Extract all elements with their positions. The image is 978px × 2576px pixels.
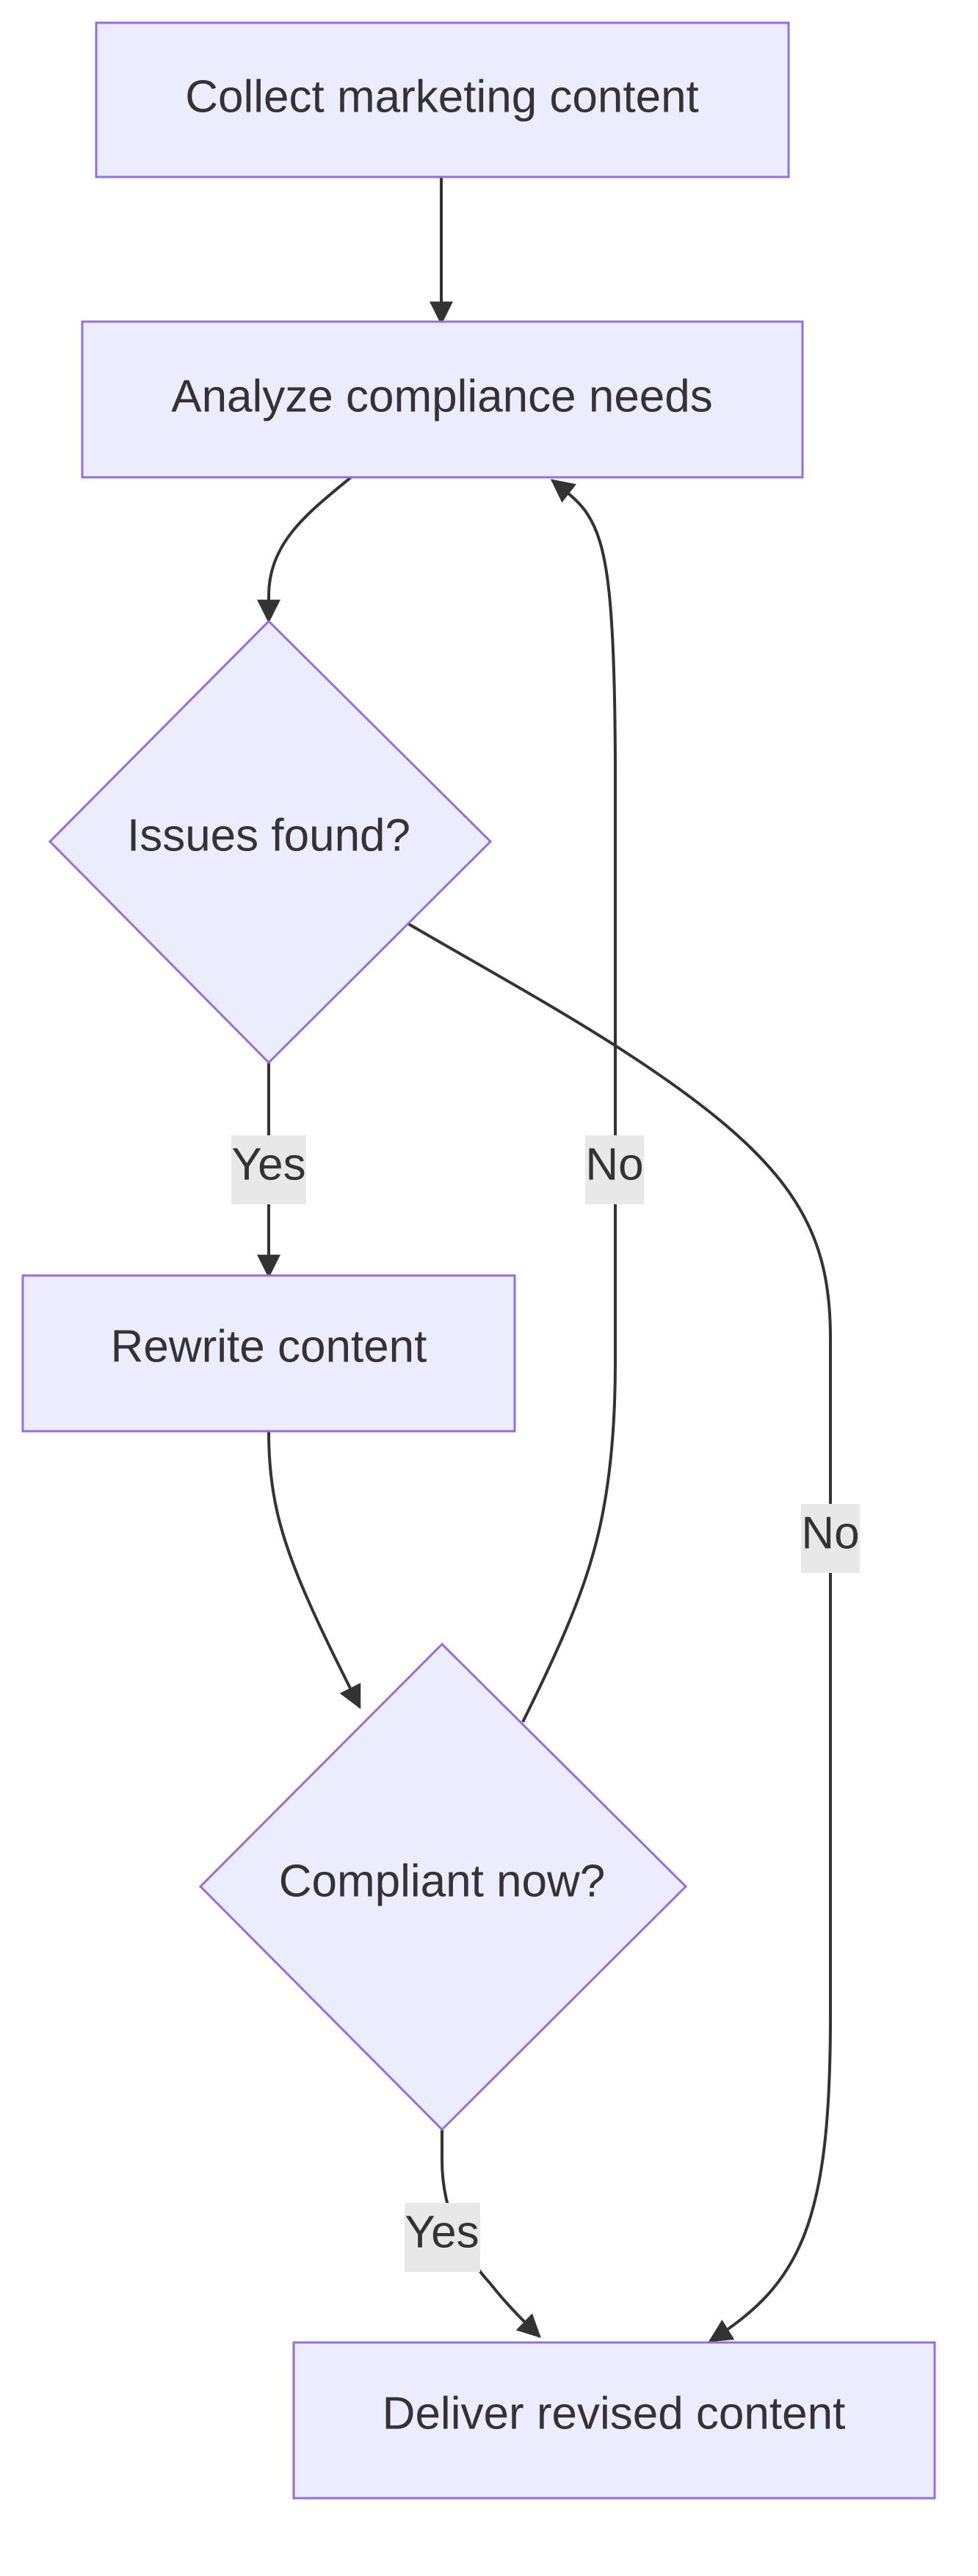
node-label-rewrite: Rewrite content: [111, 1321, 427, 1372]
node-label-deliver: Deliver revised content: [383, 2388, 846, 2439]
edge-label-compliant-no: No: [585, 1135, 644, 1204]
node-label-collect: Collect marketing content: [185, 71, 699, 122]
edge-issues-to-deliver: [407, 922, 832, 2342]
edge-label-text-compliant-yes: Yes: [405, 2207, 479, 2257]
node-compliant-now-decision: Compliant now?: [198, 1642, 688, 2132]
node-rewrite-content: Rewrite content: [21, 1274, 516, 1433]
node-label-issues: Issues found?: [127, 810, 410, 861]
edge-label-issues-no: No: [801, 1504, 860, 1573]
edge-compliant-to-deliver: [441, 2130, 541, 2338]
node-collect-marketing-content: Collect marketing content: [95, 21, 790, 178]
edge-label-compliant-yes: Yes: [405, 2203, 480, 2272]
edge-compliant-to-analyze: [521, 479, 617, 1723]
edge-rewrite-to-compliant: [267, 1431, 361, 1710]
edge-analyze-to-issues: [257, 476, 352, 623]
edge-label-text-issues-no: No: [801, 1508, 859, 1558]
node-label-analyze: Analyze compliance needs: [171, 371, 713, 422]
node-label-compliant: Compliant now?: [279, 1856, 606, 1906]
node-deliver-revised-content: Deliver revised content: [292, 2341, 936, 2500]
edges: [257, 176, 832, 2342]
edge-label-issues-yes: Yes: [231, 1135, 306, 1204]
node-issues-found-decision: Issues found?: [48, 619, 493, 1065]
edge-label-text-issues-yes: Yes: [231, 1139, 305, 1190]
node-analyze-compliance-needs: Analyze compliance needs: [81, 320, 804, 479]
edge-label-text-compliant-no: No: [585, 1139, 643, 1190]
